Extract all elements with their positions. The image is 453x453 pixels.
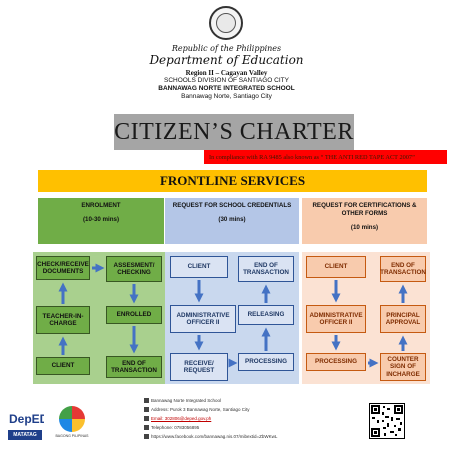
facebook-icon [144, 434, 149, 440]
bagong-pilipinas-label: BAGONG PILIPINAS [55, 434, 89, 438]
node-client: CLIENT [170, 256, 228, 278]
footer-phone: Telephone: 0783056895 [144, 425, 199, 431]
service-header-credentials: REQUEST FOR SCHOOL CREDENTIALS (30 mins) [165, 198, 299, 244]
footer-email[interactable]: Email: 302806@deped.gov.ph [144, 416, 211, 422]
school-address: Bannawag Norte, Santiago City [181, 93, 272, 100]
footer-address: Address: Purok 3 Bannawag Norte, Santiag… [144, 407, 250, 413]
service-duration: (10-30 mins) [82, 216, 120, 223]
phone-icon [144, 425, 149, 431]
school-icon [144, 398, 149, 404]
qr-code-icon [369, 403, 405, 439]
node-principal-approval: PRINCIPAL APPROVAL [380, 305, 426, 333]
republic-text: Republic of the Philippines [171, 44, 282, 53]
node-check-receive: CHECK/RECEIVE DOCUMENTS [36, 256, 90, 280]
bagong-pilipinas-logo-icon [59, 406, 85, 432]
deped-logo-text: DepED [9, 412, 44, 426]
node-client: CLIENT [306, 256, 366, 278]
node-processing: PROCESSING [306, 353, 366, 371]
node-administrative-officer: ADMINISTRATIVE OFFICER II [170, 305, 236, 333]
node-enrolled: ENROLLED [106, 306, 162, 324]
footer-school: Bannawag Norte Integrated School [144, 398, 221, 404]
service-duration: (10 mins) [350, 224, 379, 231]
service-name: ENROLMENT [81, 202, 121, 209]
service-name: REQUEST FOR SCHOOL CREDENTIALS [172, 202, 292, 209]
email-icon [144, 416, 149, 422]
service-duration: (30 mins) [218, 216, 246, 223]
node-administrative-officer: ADMINISTRATIVE OFFICER II [306, 305, 366, 333]
compliance-banner: In compliance with RA 9485 also known as… [204, 150, 447, 164]
location-icon [144, 407, 149, 413]
node-client: CLIENT [36, 357, 90, 375]
division-text: SCHOOLS DIVISION OF SANTIAGO CITY [164, 77, 289, 84]
node-assessment: ASSESMENT/ CHECKING [106, 256, 162, 282]
node-end-of-transaction: END OF TRANSACTION [238, 256, 294, 282]
deped-logo-icon: DepED [8, 408, 49, 428]
node-receive-request: RECEIVE/ REQUEST [170, 353, 228, 381]
node-teacher-in-charge: TEACHER-IN-CHARGE [36, 306, 90, 334]
footer-facebook[interactable]: https://www.facebook.com/bannawag.nis.07… [144, 434, 277, 440]
matatag-logo: MATATAG [8, 430, 42, 440]
region-text: Region II – Cagayan Valley [185, 69, 268, 77]
page-title: CITIZEN’S CHARTER [114, 114, 354, 150]
node-processing: PROCESSING [238, 353, 294, 371]
school-name: BANNAWAG NORTE INTEGRATED SCHOOL [158, 85, 295, 92]
deped-seal-icon [209, 6, 243, 40]
node-releasing: RELEASING [238, 305, 294, 325]
node-end-of-transaction: END OF TRANSACTION [106, 356, 162, 378]
service-header-enrolment: ENROLMENT (10-30 mins) [38, 198, 164, 244]
node-end-of-transaction: END OF TRANSACTION [380, 256, 426, 282]
frontline-banner: FRONTLINE SERVICES [38, 170, 427, 192]
node-counter-sign: COUNTER SIGN OF INCHARGE [380, 353, 426, 381]
service-header-certifications: REQUEST FOR CERTIFICATIONS & OTHER FORMS… [302, 198, 427, 244]
service-name: REQUEST FOR CERTIFICATIONS & OTHER FORMS [312, 202, 417, 217]
department-title: Department of Education [149, 53, 304, 67]
